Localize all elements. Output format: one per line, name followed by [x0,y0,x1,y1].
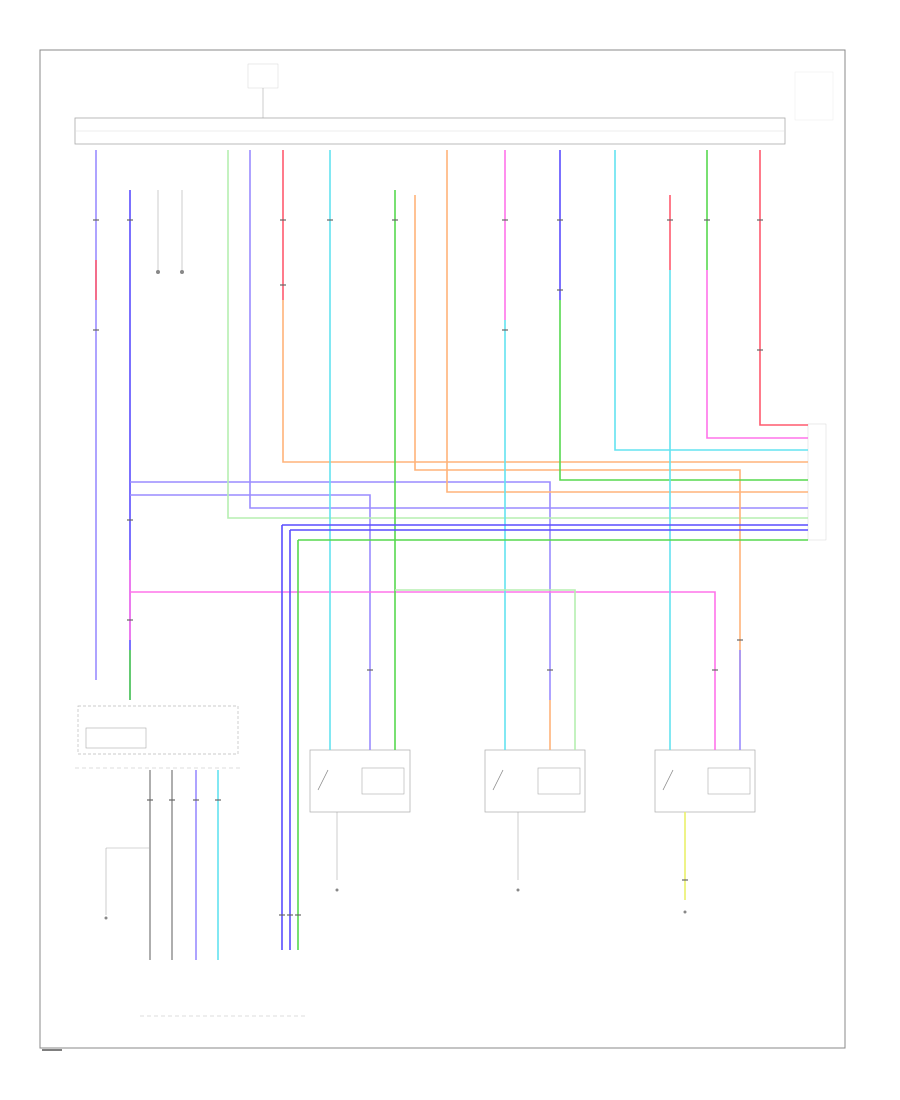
ground-symbols [104,190,687,920]
actuator-box-1 [309,749,411,813]
right-connector-stack [807,423,827,541]
connector-ticks [93,219,763,916]
actuator-box-2 [484,749,586,813]
control-module-connector [74,63,834,145]
diagram-frame [39,49,846,1049]
actuator-box-3 [654,749,756,813]
left-module-box [75,705,240,769]
wire-bundle [95,150,808,960]
